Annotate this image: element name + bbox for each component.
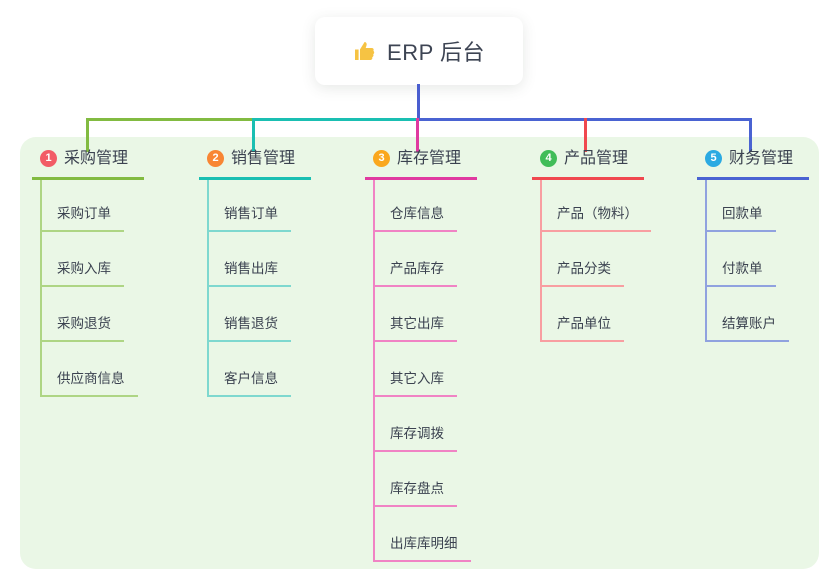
- branch-node-5[interactable]: 5 财务管理: [697, 147, 810, 180]
- child-label: 销售退货: [207, 315, 291, 342]
- child-label: 出库库明细: [373, 535, 471, 562]
- branch-number-badge: 1: [40, 150, 57, 167]
- branch-label: 产品管理: [564, 150, 629, 167]
- mindmap-node-child[interactable]: 供应商信息: [40, 370, 138, 397]
- mindmap-node-child[interactable]: 产品（物料）: [540, 205, 651, 232]
- child-label: 回款单: [705, 205, 776, 232]
- branch-label: 库存管理: [397, 150, 462, 167]
- mindmap-node-child[interactable]: 销售订单: [207, 205, 291, 232]
- connector-branch-vline-3: [373, 180, 375, 562]
- branch-number-badge: 3: [373, 150, 390, 167]
- child-label: 产品（物料）: [540, 205, 651, 232]
- mindmap-node-child[interactable]: 产品分类: [540, 260, 624, 287]
- thumbs-up-icon: [353, 39, 377, 63]
- child-label: 采购入库: [40, 260, 124, 287]
- child-label: 库存盘点: [373, 480, 457, 507]
- connector-branch-vline-1: [40, 180, 42, 397]
- connector-drop-1: [86, 118, 89, 152]
- child-label: 付款单: [705, 260, 776, 287]
- connector-root-stem: [417, 84, 420, 118]
- mindmap-node-child[interactable]: 其它出库: [373, 315, 457, 342]
- mindmap-node-child[interactable]: 结算账户: [705, 315, 789, 342]
- child-label: 销售订单: [207, 205, 291, 232]
- branches-panel: [20, 137, 819, 569]
- child-label: 采购退货: [40, 315, 124, 342]
- child-label: 客户信息: [207, 370, 291, 397]
- connector-drop-5: [749, 118, 752, 152]
- connector-drop-3: [416, 118, 419, 152]
- branch-node-1[interactable]: 1 采购管理: [32, 147, 145, 180]
- branch-label: 销售管理: [231, 150, 296, 167]
- child-label: 其它入库: [373, 370, 457, 397]
- root-node-label: ERP 后台: [387, 40, 485, 65]
- mindmap-node-child[interactable]: 采购退货: [40, 315, 124, 342]
- child-label: 仓库信息: [373, 205, 457, 232]
- connector-branch-vline-2: [207, 180, 209, 397]
- connector-bus-segment-1: [86, 118, 254, 121]
- branch-number-badge: 5: [705, 150, 722, 167]
- child-label: 供应商信息: [40, 370, 138, 397]
- mindmap-node-child[interactable]: 产品单位: [540, 315, 624, 342]
- mindmap-node-child[interactable]: 库存盘点: [373, 480, 457, 507]
- connector-bus-segment-2: [252, 118, 418, 121]
- branch-label: 财务管理: [729, 150, 794, 167]
- connector-drop-4: [584, 118, 587, 152]
- child-label: 产品单位: [540, 315, 624, 342]
- connector-branch-vline-4: [540, 180, 542, 342]
- child-label: 产品库存: [373, 260, 457, 287]
- mindmap-node-child[interactable]: 付款单: [705, 260, 776, 287]
- root-node[interactable]: ERP 后台: [315, 17, 523, 85]
- mindmap-node-child[interactable]: 采购入库: [40, 260, 124, 287]
- mindmap-node-child[interactable]: 库存调拨: [373, 425, 457, 452]
- connector-drop-2: [252, 118, 255, 152]
- mindmap-node-child[interactable]: 产品库存: [373, 260, 457, 287]
- mindmap-node-child[interactable]: 销售退货: [207, 315, 291, 342]
- branch-label: 采购管理: [64, 150, 129, 167]
- connector-branch-vline-5: [705, 180, 707, 342]
- child-label: 销售出库: [207, 260, 291, 287]
- branch-node-4[interactable]: 4 产品管理: [532, 147, 645, 180]
- mindmap-node-child[interactable]: 出库库明细: [373, 535, 471, 562]
- child-label: 产品分类: [540, 260, 624, 287]
- mindmap-node-child[interactable]: 回款单: [705, 205, 776, 232]
- branch-node-3[interactable]: 3 库存管理: [365, 147, 478, 180]
- branch-number-badge: 4: [540, 150, 557, 167]
- child-label: 库存调拨: [373, 425, 457, 452]
- child-label: 其它出库: [373, 315, 457, 342]
- mindmap-node-child[interactable]: 客户信息: [207, 370, 291, 397]
- mindmap-node-child[interactable]: 销售出库: [207, 260, 291, 287]
- branch-node-2[interactable]: 2 销售管理: [199, 147, 312, 180]
- mindmap-node-child[interactable]: 其它入库: [373, 370, 457, 397]
- mindmap-node-child[interactable]: 采购订单: [40, 205, 124, 232]
- mindmap-node-child[interactable]: 仓库信息: [373, 205, 457, 232]
- child-label: 结算账户: [705, 315, 789, 342]
- child-label: 采购订单: [40, 205, 124, 232]
- branch-number-badge: 2: [207, 150, 224, 167]
